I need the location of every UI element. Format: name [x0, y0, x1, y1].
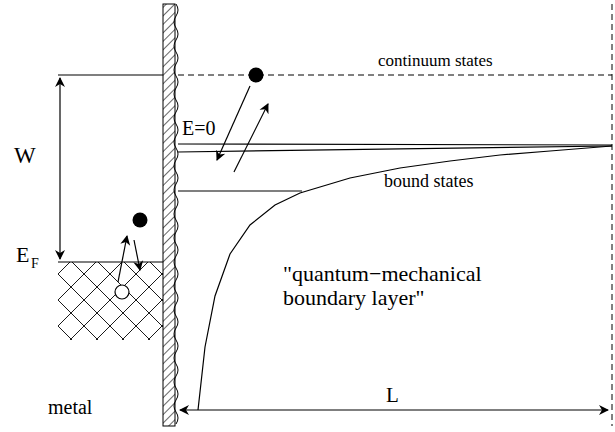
bound-state-level	[178, 146, 612, 152]
fermi-energy-label: E	[16, 243, 29, 267]
excitation-arrow	[118, 236, 127, 282]
energy-zero-label: E=0	[182, 117, 216, 139]
metal-wall	[163, 4, 175, 426]
length-label: L	[386, 384, 399, 407]
image-potential-curve	[198, 146, 612, 410]
hole-circle	[115, 285, 129, 299]
bound-state-level	[178, 144, 612, 145]
bound-states-label: bound states	[382, 172, 476, 192]
boundary-layer-label: "quantum−mechanical boundary layer"	[283, 262, 513, 310]
continuum-electron-dot	[249, 68, 264, 83]
relaxation-arrow	[134, 240, 140, 270]
vacuum-level-line	[58, 74, 163, 75]
fermi-subscript-label: F	[31, 256, 39, 271]
work-function-arrow	[59, 78, 60, 259]
length-dimension-arrow	[180, 409, 608, 410]
electron-dot	[133, 213, 148, 228]
bound-state-level	[178, 190, 302, 191]
filled-states-lattice	[58, 262, 163, 340]
work-function-label: W	[14, 143, 36, 168]
boundary-dashed-line	[612, 4, 613, 426]
wavy-surface	[174, 4, 178, 424]
metal-label: metal	[48, 396, 92, 418]
emission-arrow	[234, 104, 268, 172]
continuum-line	[178, 75, 612, 76]
continuum-label: continuum states	[378, 52, 493, 71]
